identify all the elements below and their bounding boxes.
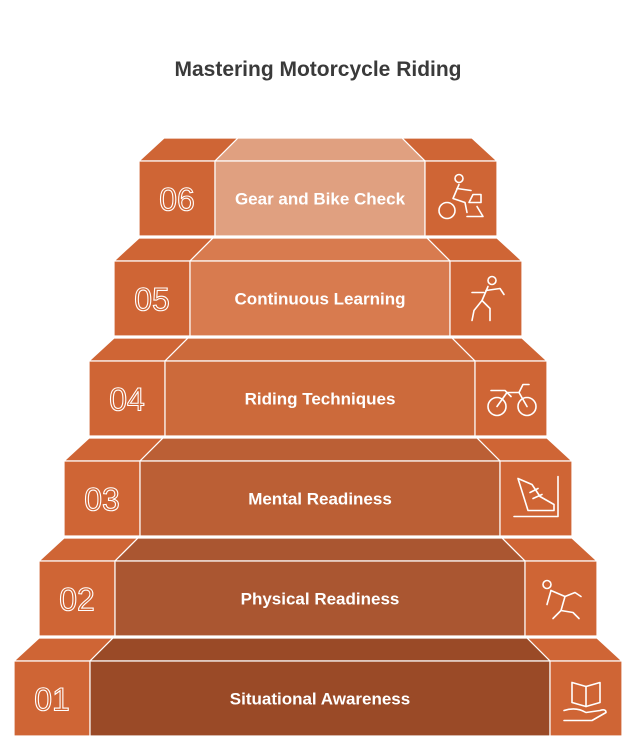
cyclist-icon	[438, 173, 484, 220]
step-number: 05	[134, 282, 170, 318]
step-front-center	[214, 160, 426, 237]
step-tread-center	[188, 237, 452, 262]
step-02: 02 Physical Readiness	[37, 537, 599, 637]
step-tread-center	[88, 637, 552, 662]
step-front-right	[524, 560, 598, 637]
person-exercising-icon	[471, 275, 505, 322]
step-04: 04 Riding Techniques	[87, 337, 549, 437]
step-number: 03	[84, 482, 120, 518]
step-label: Mental Readiness	[248, 490, 392, 509]
step-number: 02	[59, 582, 95, 618]
step-front-right	[474, 360, 548, 437]
step-tread-center	[113, 537, 527, 562]
dirt-bike-icon	[487, 383, 537, 417]
step-label: Continuous Learning	[235, 290, 406, 309]
step-front-left	[13, 660, 91, 737]
step-front-left	[138, 160, 216, 237]
step-tread-center	[138, 437, 502, 462]
step-03: 03 Mental Readiness	[62, 437, 574, 537]
step-label: Gear and Bike Check	[235, 190, 406, 209]
step-front-center	[114, 560, 526, 637]
diagram-title: Mastering Motorcycle Riding	[174, 58, 462, 81]
step-06: 06 Gear and Bike Check	[137, 137, 499, 237]
step-number: 06	[159, 182, 195, 218]
step-label: Physical Readiness	[241, 590, 400, 609]
step-tread-center	[163, 337, 477, 362]
step-label: Situational Awareness	[230, 690, 410, 709]
step-front-center	[164, 360, 476, 437]
step-tread-center	[213, 137, 427, 162]
step-front-left	[38, 560, 116, 637]
step-front-left	[113, 260, 191, 337]
step-front-right	[424, 160, 498, 237]
step-label: Riding Techniques	[245, 390, 396, 409]
step-01: 01 Situational Awareness	[12, 637, 624, 737]
step-05: 05 Continuous Learning	[112, 237, 524, 337]
stretching-person-icon	[542, 579, 582, 620]
step-number: 04	[109, 382, 145, 418]
step-front-center	[189, 260, 451, 337]
step-front-right	[449, 260, 523, 337]
step-number: 01	[34, 682, 70, 718]
step-front-right	[499, 460, 573, 537]
running-shoe-icon	[513, 475, 559, 518]
hand-holding-book-icon	[563, 681, 607, 722]
